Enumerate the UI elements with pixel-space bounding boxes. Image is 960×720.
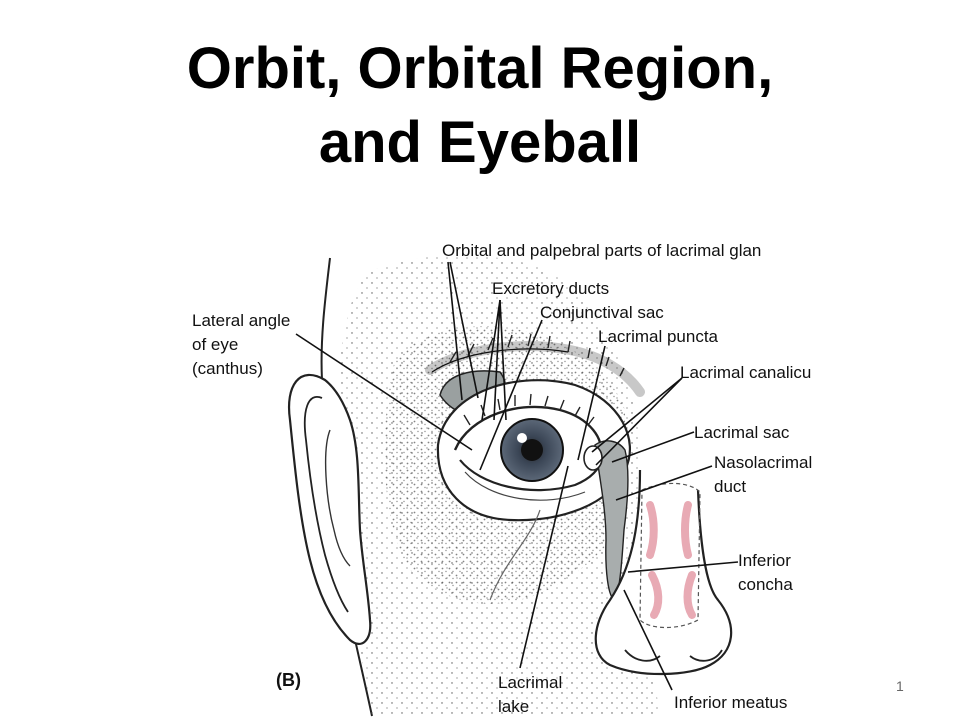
label-conjunctival-sac: Conjunctival sac	[540, 303, 664, 322]
label-inferior-concha-line-2: concha	[738, 575, 793, 594]
label-lacrimal-lake-line-2: lake	[498, 697, 529, 716]
lacrimal-apparatus-diagram: Orbital and palpebral parts of lacrimal …	[192, 241, 812, 717]
label-nasolacrimal-line-1: Nasolacrimal	[714, 453, 812, 472]
label-lacrimal-lake-line-1: Lacrimal	[498, 673, 562, 692]
leader-lines	[295, 261, 739, 691]
slide-title-line-1: Orbit, Orbital Region,	[186, 36, 774, 101]
label-lacrimal-canaliculi: Lacrimal canalicu	[680, 363, 811, 382]
label-lateral-angle-line-3: (canthus)	[192, 359, 263, 378]
eye-highlight	[517, 433, 527, 443]
label-inferior-concha-line-1: Inferior	[738, 551, 791, 570]
page-number: 1	[896, 678, 904, 694]
nasal-concha-shape	[646, 501, 658, 559]
label-lacrimal-sac: Lacrimal sac	[694, 423, 790, 442]
lacrimal-sac-and-duct	[594, 440, 629, 601]
label-lacrimal-gland: Orbital and palpebral parts of lacrimal …	[442, 241, 761, 260]
label-inferior-meatus: Inferior meatus	[674, 693, 787, 712]
label-nasolacrimal-line-2: duct	[714, 477, 746, 496]
cheek-contour	[489, 509, 541, 601]
label-lacrimal-puncta: Lacrimal puncta	[598, 327, 719, 346]
label-excretory-ducts: Excretory ducts	[492, 279, 609, 298]
pupil	[521, 439, 543, 461]
ear	[287, 373, 372, 645]
label-lateral-angle-line-1: Lateral angle	[192, 311, 290, 330]
eyebrow	[425, 333, 645, 397]
nose	[594, 469, 733, 676]
panel-label: (B)	[276, 670, 301, 690]
eye	[436, 379, 631, 522]
label-lateral-angle-line-2: of eye	[192, 335, 238, 354]
slide-title: Orbit, Orbital Region, and Eyeball	[0, 32, 960, 180]
slide-title-line-2: and Eyeball	[318, 110, 642, 175]
diagram-labels: Orbital and palpebral parts of lacrimal …	[192, 241, 812, 716]
lacrimal-caruncle	[583, 445, 603, 471]
